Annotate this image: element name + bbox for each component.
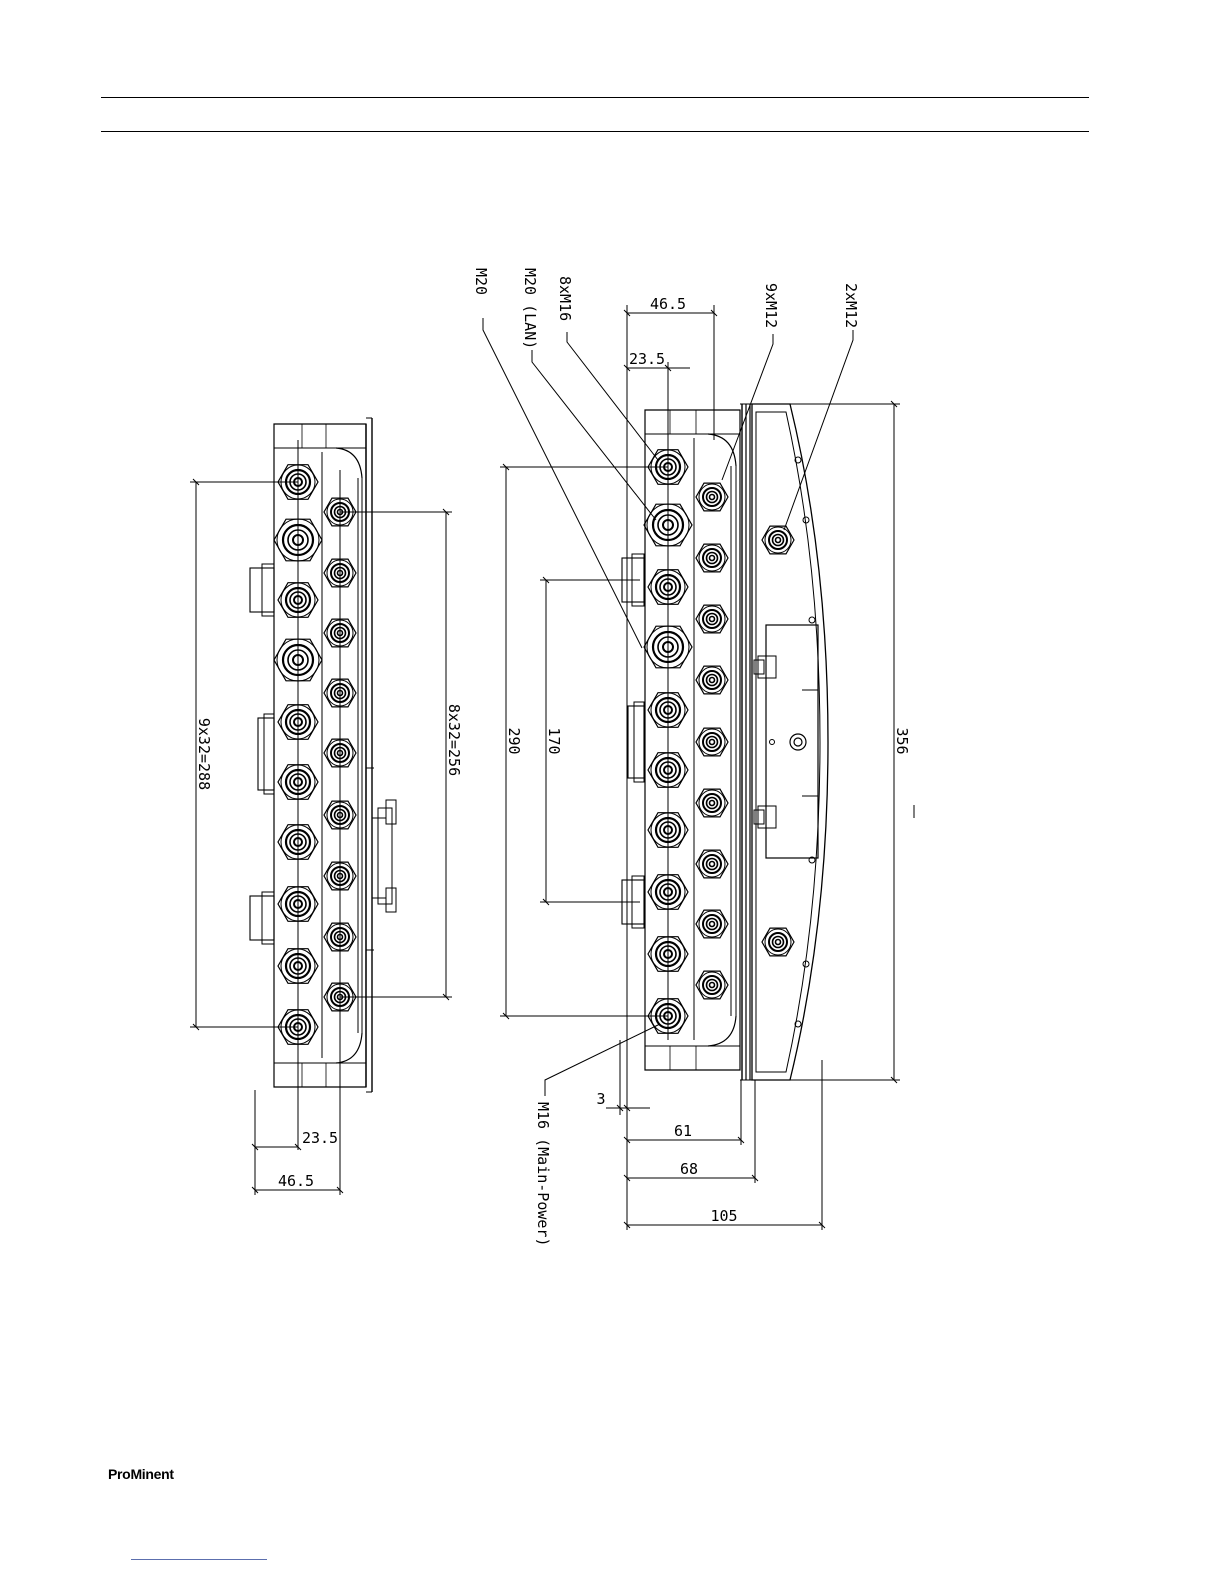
label-9xm12: 9xM12 <box>762 283 780 328</box>
label-m20: M20 <box>472 268 490 295</box>
dim-61: 61 <box>674 1122 692 1140</box>
dim-3: 3 <box>596 1090 605 1108</box>
dim-170: 170 <box>545 727 563 754</box>
dim-105: 105 <box>710 1207 737 1225</box>
dim-68: 68 <box>680 1160 698 1178</box>
dim-left-23-5: 23.5 <box>302 1129 338 1147</box>
dim-356: 356 <box>893 727 911 754</box>
label-2xm12: 2xM12 <box>842 283 860 328</box>
dim-8x32-256: 8x32=256 <box>445 704 463 776</box>
label-8xm16: 8xM16 <box>556 276 574 321</box>
prominent-logo: ProMinent <box>108 1466 174 1482</box>
dim-9x32-288: 9x32=288 <box>195 718 213 790</box>
right-view-dimension-ticks <box>503 310 897 1228</box>
left-view-dimensions <box>190 440 452 1195</box>
dim-right-46-5: 46.5 <box>650 295 686 313</box>
left-view-glands <box>274 465 356 1045</box>
left-view-dimension-ticks <box>193 479 449 1193</box>
right-view-glands <box>644 450 794 1034</box>
left-view <box>250 418 396 1092</box>
footer-link-underline <box>131 1559 267 1560</box>
dim-right-23-5: 23.5 <box>629 350 665 368</box>
label-m20-lan: M20 (LAN) <box>521 268 539 349</box>
dim-290: 290 <box>505 727 523 754</box>
dim-left-46-5: 46.5 <box>278 1172 314 1190</box>
label-m16-main-power: M16 (Main-Power) <box>534 1102 552 1247</box>
right-view-dimensions <box>500 305 914 1230</box>
